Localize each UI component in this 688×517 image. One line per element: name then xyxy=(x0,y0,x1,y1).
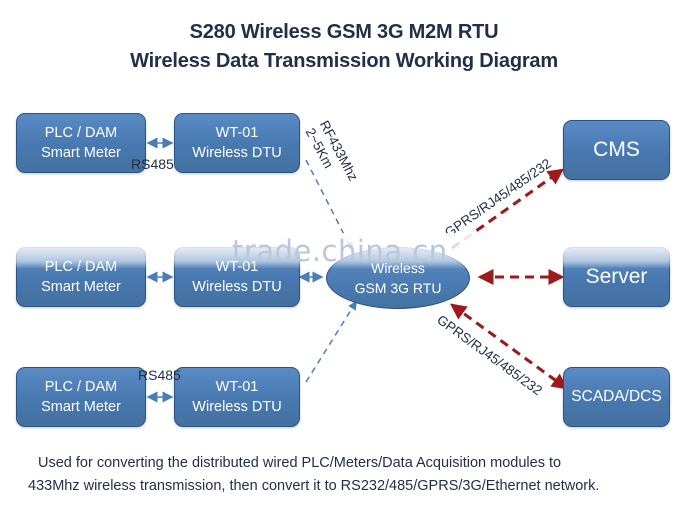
node-label-line-1: WT-01 xyxy=(215,125,259,141)
edge-label-rs485-bottom: RS485 xyxy=(138,367,181,383)
node-wt01-dtu-top[interactable]: WT-01 Wireless DTU xyxy=(174,113,300,173)
caption-line-2: 433Mhz wireless transmission, then conve… xyxy=(28,478,600,494)
node-label-line-2: Wireless DTU xyxy=(192,279,282,295)
node-label: CMS xyxy=(593,138,640,161)
node-label-line-1: PLC / DAM xyxy=(44,259,118,275)
caption-line-1: Used for converting the distributed wire… xyxy=(38,455,562,471)
node-label-line-1: WT-01 xyxy=(215,379,259,395)
node-label-line-2: Wireless DTU xyxy=(192,145,282,161)
node-label-line-2: Wireless DTU xyxy=(192,399,282,415)
node-wt01-dtu-middle[interactable]: WT-01 Wireless DTU xyxy=(174,247,300,307)
node-plc-smart-meter-bottom[interactable]: PLC / DAM Smart Meter xyxy=(16,367,146,427)
node-cms[interactable]: CMS xyxy=(563,120,670,180)
diagram-title: S280 Wireless GSM 3G M2M RTU Wireless Da… xyxy=(0,18,688,76)
node-plc-smart-meter-top[interactable]: PLC / DAM Smart Meter xyxy=(16,113,146,173)
node-label-line-1: Wireless xyxy=(371,260,425,276)
node-label-line-1: WT-01 xyxy=(215,259,259,275)
node-scada-dcs[interactable]: SCADA/DCS xyxy=(563,367,670,427)
node-label-line-1: PLC / DAM xyxy=(44,125,118,141)
node-label-line-1: PLC / DAM xyxy=(44,379,118,395)
title-line-2: Wireless Data Transmission Working Diagr… xyxy=(130,50,558,72)
rf433-link-bottom xyxy=(305,300,357,383)
node-label: SCADA/DCS xyxy=(571,388,662,405)
node-label: Server xyxy=(585,265,648,288)
node-label-line-2: Smart Meter xyxy=(41,279,121,295)
node-label-line-2: GSM 3G RTU xyxy=(354,280,442,296)
edge-label-rf433: RF433Mhz 2~5Km xyxy=(302,118,361,191)
edge-label-gprs-lower: GPRS/RJ45/485/232 xyxy=(434,312,545,399)
node-wireless-gsm-3g-rtu[interactable]: Wireless GSM 3G RTU xyxy=(326,247,470,309)
node-label-line-2: Smart Meter xyxy=(41,145,121,161)
node-label-line-2: Smart Meter xyxy=(41,399,121,415)
diagram-caption: Used for converting the distributed wire… xyxy=(28,452,668,498)
edge-label-rs485-top: RS485 xyxy=(131,156,174,172)
node-wt01-dtu-bottom[interactable]: WT-01 Wireless DTU xyxy=(174,367,300,427)
node-server[interactable]: Server xyxy=(563,247,670,307)
edge-label-gprs-upper: GPRS/RJ45/485/232 xyxy=(442,155,554,241)
node-plc-smart-meter-middle[interactable]: PLC / DAM Smart Meter xyxy=(16,247,146,307)
title-line-1: S280 Wireless GSM 3G M2M RTU xyxy=(189,21,499,43)
